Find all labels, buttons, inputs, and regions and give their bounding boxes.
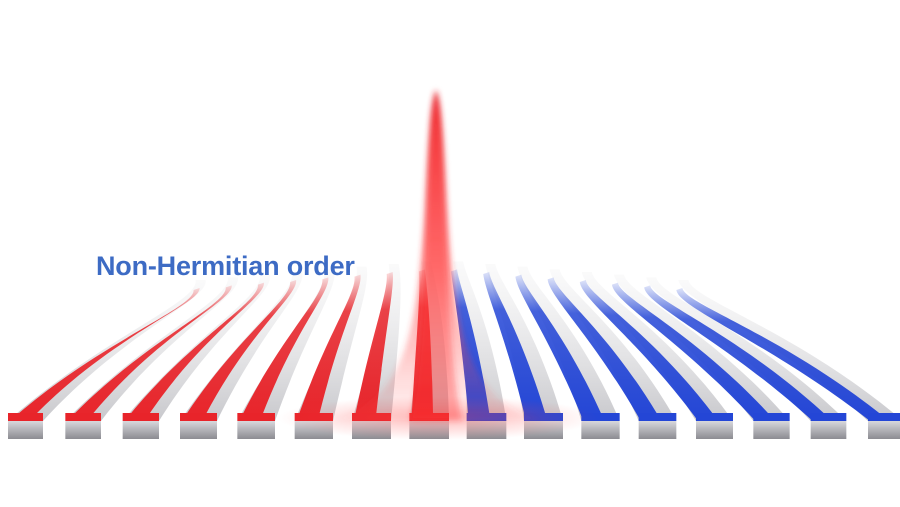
waveguide-top-face xyxy=(8,413,43,421)
waveguide-base-block xyxy=(810,421,847,439)
waveguide-rail xyxy=(549,269,677,421)
waveguide-core-red xyxy=(124,282,264,421)
waveguide-base-block xyxy=(581,421,620,439)
waveguide-top-face xyxy=(810,413,847,421)
waveguide-top-face xyxy=(638,413,677,421)
waveguide-core-red xyxy=(10,288,200,421)
waveguide-base-block xyxy=(180,421,217,439)
waveguide-array xyxy=(8,261,900,439)
waveguide-core-red xyxy=(67,285,232,421)
waveguide-rail xyxy=(581,272,733,421)
waveguide-top-face xyxy=(122,413,159,421)
waveguide-base-block xyxy=(8,421,43,439)
waveguide-base-block xyxy=(753,421,790,439)
waveguide-core-red xyxy=(354,272,393,421)
waveguide-core-blue xyxy=(515,274,605,421)
waveguide-top-face xyxy=(237,413,275,421)
waveguide-rail xyxy=(485,264,563,421)
waveguide-core-blue xyxy=(547,277,662,421)
waveguide-base-block xyxy=(696,421,733,439)
waveguide-core-red xyxy=(182,280,297,421)
waveguide-core-red xyxy=(296,274,361,421)
waveguide-base-block xyxy=(65,421,101,439)
waveguide-core-red xyxy=(239,277,329,421)
waveguide-core-blue xyxy=(483,272,548,421)
waveguide-rail xyxy=(517,266,620,421)
waveguide-base-block xyxy=(122,421,159,439)
waveguide-core-blue xyxy=(611,282,776,421)
light-intensity-peak-core xyxy=(410,100,462,420)
waveguide-rail xyxy=(678,280,900,421)
waveguide-base-block xyxy=(237,421,275,439)
waveguide-base-block xyxy=(868,421,900,439)
waveguide-top-face xyxy=(65,413,101,421)
waveguide-top-face xyxy=(868,413,900,421)
waveguide-core-blue xyxy=(676,288,890,421)
waveguide-top-face xyxy=(180,413,217,421)
waveguide-core-blue xyxy=(644,285,833,421)
waveguide-rail xyxy=(646,277,847,421)
waveguide-top-face xyxy=(581,413,620,421)
diagram-title: Non-Hermitian order xyxy=(96,251,355,281)
waveguide-base-block xyxy=(638,421,677,439)
waveguide-core-blue xyxy=(579,280,719,421)
waveguide-top-face xyxy=(753,413,790,421)
waveguide-top-face xyxy=(696,413,733,421)
waveguide-rail xyxy=(613,274,790,421)
